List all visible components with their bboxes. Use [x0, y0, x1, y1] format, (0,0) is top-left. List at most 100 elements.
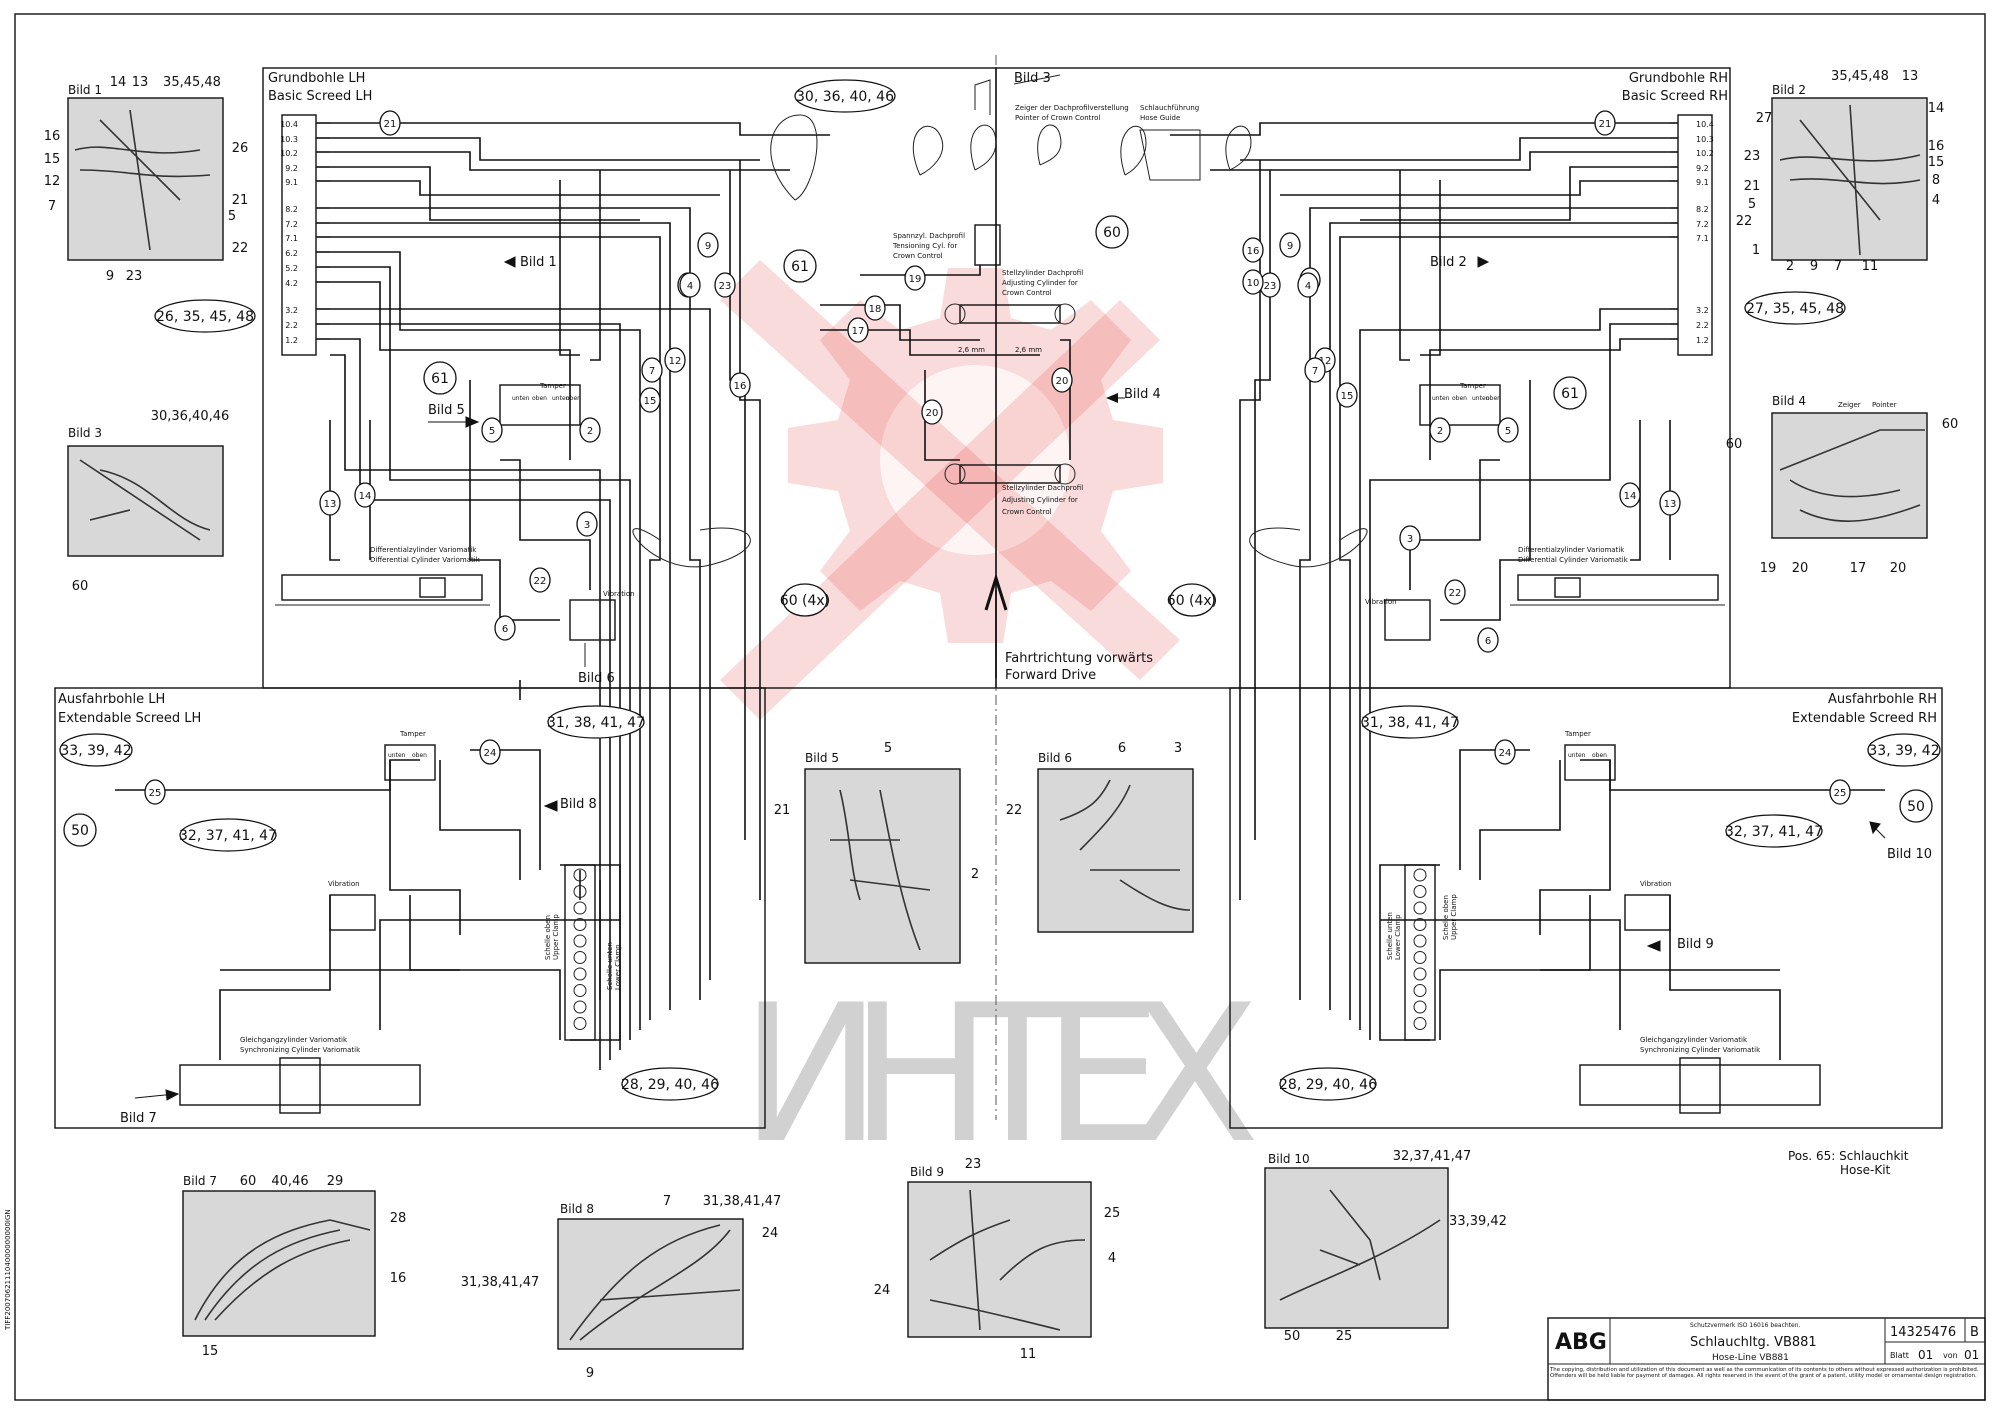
svg-text:Bild 4: Bild 4 [1772, 394, 1806, 408]
hose-number: 9 [1279, 232, 1301, 258]
valve-port-label-lh: 10.3 [280, 135, 298, 144]
frame-ext-rh [1229, 687, 1943, 1129]
hose-number-text: 9 [1287, 241, 1293, 252]
svg-text:Tensioning Cyl. for: Tensioning Cyl. for [892, 242, 957, 250]
frame-ext-lh [54, 687, 766, 1129]
hose-number-text: 22 [534, 576, 547, 587]
svg-text:Ausfahrbohle LH: Ausfahrbohle LH [58, 692, 165, 707]
diff-cylinder-lh [275, 574, 490, 606]
detail-label-bild5: 21 [774, 803, 791, 818]
copyright-notice: The copying, distribution and utilizatio… [1550, 1367, 1979, 1380]
forward-direction-arrow: Fahrtrichtung vorwärts Forward Drive [984, 572, 1153, 683]
detail-label-bild8: 9 [586, 1366, 594, 1381]
tamper-valve-rh [1419, 384, 1501, 426]
svg-text:Crown Control: Crown Control [1002, 289, 1052, 297]
callout-text: 31, 38, 41, 47 [547, 715, 645, 731]
hose-kit-note: Pos. 65: Schlauchkit Hose-Kit [1788, 1149, 1909, 1177]
svg-text:Fahrtrichtung vorwärts: Fahrtrichtung vorwärts [1005, 651, 1153, 666]
detail-label-bild4: 60 [1726, 437, 1743, 452]
callout-n61: 61 [783, 249, 817, 283]
valve-port-label-lh: 9.2 [285, 164, 298, 173]
crown-hoses [820, 265, 1071, 461]
valve-port-label-lh: 8.2 [285, 205, 298, 214]
view-arrow-bild4: Bild 4 [1106, 387, 1161, 403]
clamp-hole [573, 901, 587, 915]
detail-label-bild2: 1 [1752, 243, 1760, 258]
svg-text:Tamper: Tamper [539, 382, 566, 390]
hose-number-text: 14 [359, 491, 372, 502]
detail-label-bild7: 29 [327, 1174, 344, 1189]
svg-text:Bild 9: Bild 9 [1677, 937, 1714, 952]
svg-text:Tamper: Tamper [1564, 730, 1591, 738]
detail-label-bild2: 15 [1928, 155, 1945, 170]
svg-text:von: von [1943, 1351, 1958, 1360]
svg-text:2,6 mm: 2,6 mm [1015, 346, 1042, 354]
svg-text:Hose-Kit: Hose-Kit [1840, 1163, 1891, 1177]
detail-label-bild2: 9 [1810, 259, 1818, 274]
valve-port-label-rh: 9.2 [1696, 164, 1709, 173]
detail-label-bild1: 35,45,48 [163, 75, 221, 90]
hose-number: 15 [1336, 382, 1358, 408]
svg-text:unten: unten [388, 752, 406, 759]
hose-number: 4 [1297, 272, 1319, 298]
drawing-number: 14325476 [1890, 1325, 1956, 1340]
valve-port-label-rh: 7.1 [1696, 234, 1709, 243]
hose-number: 3 [576, 511, 598, 537]
callout-text: 50 [1907, 799, 1925, 815]
adjusting-cylinder-top [944, 303, 1076, 325]
detail-label-bild3: 60 [72, 579, 89, 594]
callout-text: 27, 35, 45, 48 [1746, 301, 1844, 317]
tamper-port-labels: unten oben unten oben unten oben unten o… [388, 395, 1607, 759]
svg-text:Lower Clamp: Lower Clamp [1394, 914, 1402, 960]
clamp-hole [1413, 934, 1427, 948]
hose-number: 2 [579, 417, 601, 443]
clamp-hole [573, 1000, 587, 1014]
valve-port-label-rh: 1.2 [1696, 336, 1709, 345]
hose-number-text: 15 [644, 396, 657, 407]
svg-text:Crown Control: Crown Control [893, 252, 943, 260]
detail-label-bild2: 4 [1932, 193, 1940, 208]
detail-label-bild2: 21 [1744, 179, 1761, 194]
svg-text:Bild 6: Bild 6 [578, 671, 615, 686]
hose-number: 4 [679, 272, 701, 298]
detail-label-bild4: 60 [1942, 417, 1959, 432]
svg-text:Hose Guide: Hose Guide [1140, 114, 1180, 122]
svg-text:Schelle unten: Schelle unten [1386, 912, 1394, 960]
svg-text:Upper Clamp: Upper Clamp [552, 914, 560, 960]
clamp-holes [573, 868, 1427, 1030]
callout-text: 30, 36, 40, 46 [796, 89, 894, 105]
clamp-hole [1413, 901, 1427, 915]
svg-text:oben: oben [566, 395, 581, 402]
detail-label-bild1: 23 [126, 269, 143, 284]
detail-label-bild9: 23 [965, 1157, 982, 1172]
margin-code: TIFF200706211104000000000IGN [4, 1209, 12, 1331]
svg-text:Bild 2: Bild 2 [1772, 83, 1806, 97]
view-arrow-bild5: Bild 5 [428, 403, 480, 428]
callout-text: 50 [71, 823, 89, 839]
detail-label-bild2: 7 [1834, 259, 1842, 274]
callout-n60: 60 [1095, 215, 1129, 249]
svg-text:Bild 6: Bild 6 [1038, 751, 1072, 765]
hose-number-text: 23 [1264, 281, 1277, 292]
valve-port-label-rh: 2.2 [1696, 321, 1709, 330]
abg-logo: ABG [1555, 1330, 1607, 1355]
detail-label-bild1: 9 [106, 269, 114, 284]
hose-number-text: 4 [687, 281, 693, 292]
hose-number: 19 [904, 265, 926, 291]
detail-label-bild1: 12 [44, 174, 61, 189]
hose-number: 6 [494, 615, 516, 641]
svg-text:unten: unten [512, 395, 530, 402]
detail-label-bild7: 40,46 [271, 1174, 308, 1189]
detail-label-bild2: 22 [1736, 214, 1753, 229]
revision: B [1970, 1325, 1979, 1340]
hose-number: 6 [1477, 627, 1499, 653]
hose-number: 3 [1399, 525, 1421, 551]
detail-label-bild8: 7 [663, 1194, 671, 1209]
detail-label-bild1: 15 [44, 152, 61, 167]
hose-number-text: 24 [1499, 748, 1512, 759]
callout-n61: 61 [1553, 376, 1587, 410]
detail-label-bild7: 60 [240, 1174, 257, 1189]
valve-port-label-lh: 3.2 [285, 306, 298, 315]
svg-text:Gleichgangzylinder Variomatik: Gleichgangzylinder Variomatik [240, 1036, 348, 1044]
